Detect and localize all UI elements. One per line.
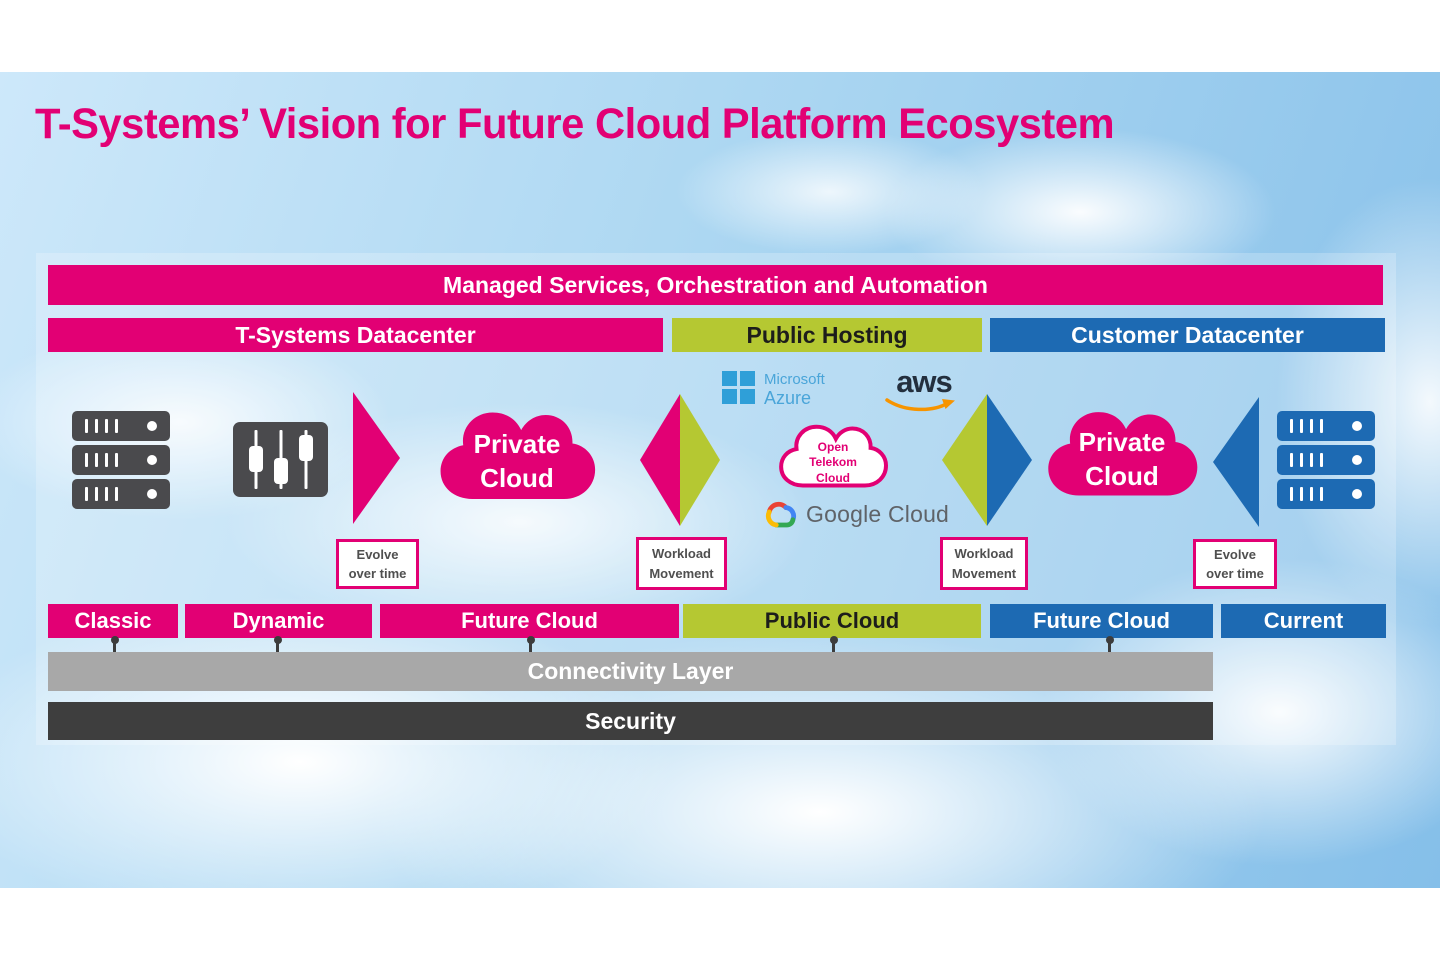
- arrow-left-icon: [640, 394, 680, 526]
- windows-icon: [722, 371, 755, 404]
- server-unit: [1277, 411, 1375, 441]
- open-telekom-cloud: Open Telekom Cloud: [776, 419, 890, 495]
- arrow-right-icon: [680, 394, 720, 526]
- open-telekom-cloud-label: Open Telekom Cloud: [809, 439, 857, 485]
- slider: [248, 430, 263, 489]
- column-public-hosting: Public Hosting: [672, 318, 982, 352]
- evolve-over-time-label-right: Evolve over time: [1193, 539, 1277, 589]
- category-dynamic: Dynamic: [185, 604, 372, 638]
- server-rack-icon-left: [72, 411, 170, 509]
- arrow-right-icon: [353, 392, 400, 524]
- aws-label: aws: [896, 364, 953, 399]
- column-tsystems-datacenter: T-Systems Datacenter: [48, 318, 663, 352]
- security-bar: Security: [48, 702, 1213, 740]
- slider: [298, 430, 313, 489]
- slider: [273, 430, 288, 489]
- category-classic: Classic: [48, 604, 178, 638]
- private-cloud-left: Private Cloud: [433, 394, 601, 520]
- arrow-left-icon: [942, 394, 987, 526]
- managed-services-banner: Managed Services, Orchestration and Auto…: [48, 265, 1383, 305]
- category-public-cloud: Public Cloud: [683, 604, 981, 638]
- private-cloud-label: Private Cloud: [1078, 427, 1166, 491]
- cloud-icon: [440, 412, 596, 499]
- server-rack-icon-right: [1277, 411, 1375, 509]
- column-label: T-Systems Datacenter: [235, 321, 476, 348]
- category-current: Current: [1221, 604, 1386, 638]
- private-cloud-label: Private Cloud: [473, 429, 561, 493]
- column-customer-datacenter: Customer Datacenter: [990, 318, 1385, 352]
- server-unit: [1277, 479, 1375, 509]
- google-cloud-icon: [765, 501, 796, 528]
- column-label: Public Hosting: [746, 321, 908, 348]
- evolve-over-time-label-left: Evolve over time: [336, 539, 419, 589]
- server-unit: [72, 411, 170, 441]
- server-unit: [72, 479, 170, 509]
- private-cloud-right: Private Cloud: [1041, 394, 1203, 516]
- azure-label: Microsoft Azure: [764, 371, 825, 409]
- sliders-icon: [233, 422, 328, 497]
- server-unit: [1277, 445, 1375, 475]
- workload-movement-label-right: Workload Movement: [940, 537, 1028, 590]
- workload-movement-label-left: Workload Movement: [636, 537, 727, 590]
- cloud-outline-icon: [779, 424, 889, 488]
- connectivity-layer-bar: Connectivity Layer: [48, 652, 1213, 691]
- workload-arrows-right: [942, 394, 1032, 526]
- cloud-icon: [1048, 412, 1198, 496]
- column-label: Customer Datacenter: [1071, 321, 1304, 348]
- category-future-cloud-right: Future Cloud: [990, 604, 1213, 638]
- category-future-cloud-left: Future Cloud: [380, 604, 679, 638]
- arrow-right-icon: [987, 394, 1032, 526]
- arrow-left-icon: [1213, 397, 1259, 527]
- managed-services-label: Managed Services, Orchestration and Auto…: [443, 271, 988, 298]
- page-title: T-Systems’ Vision for Future Cloud Platf…: [35, 100, 1115, 148]
- google-cloud-label: Google Cloud: [806, 501, 950, 527]
- workload-arrows-left: [640, 394, 720, 526]
- google-cloud-logo: Google Cloud: [757, 498, 949, 531]
- server-unit: [72, 445, 170, 475]
- microsoft-azure-logo: Microsoft Azure: [722, 371, 825, 409]
